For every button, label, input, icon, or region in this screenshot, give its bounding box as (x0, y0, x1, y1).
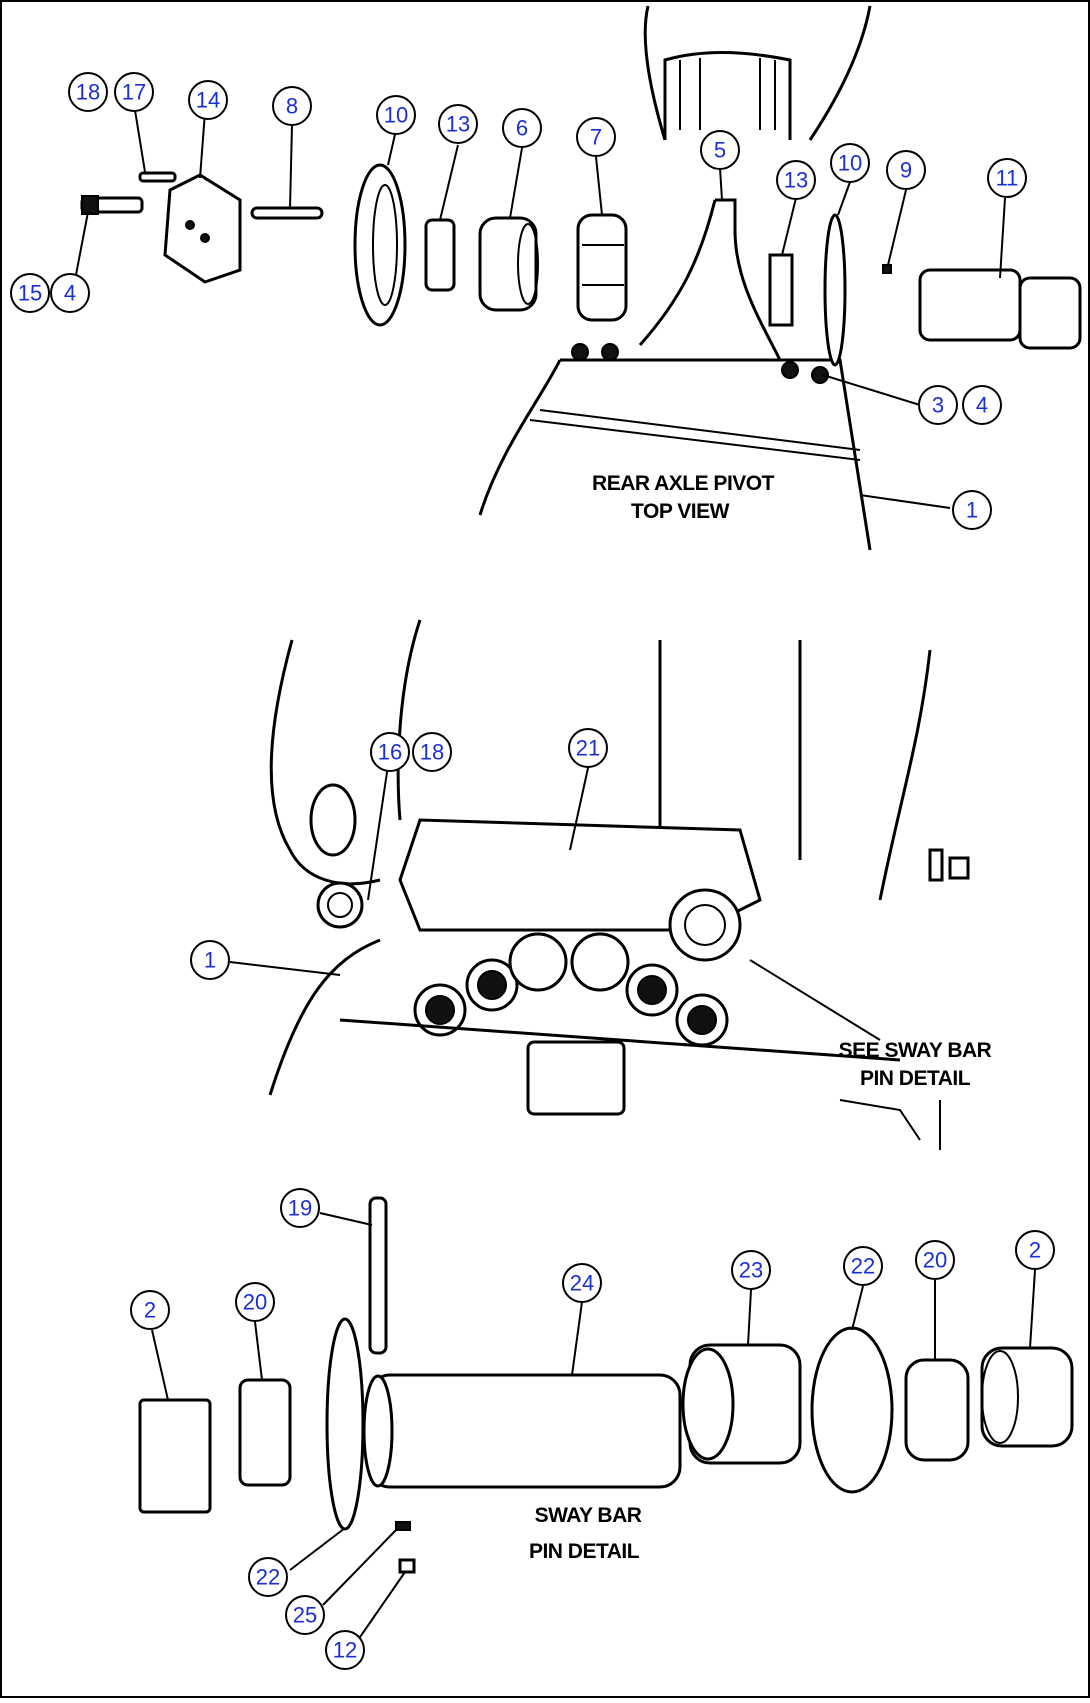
callout-22[interactable]: 22 (843, 1246, 883, 1286)
callout-8[interactable]: 8 (272, 86, 312, 126)
rod-8 (250, 206, 324, 220)
svg-text:10: 10 (838, 151, 862, 176)
svg-text:2: 2 (1029, 1238, 1041, 1263)
callout-1[interactable]: 1 (952, 490, 992, 530)
callout-9[interactable]: 9 (886, 150, 926, 190)
caption-top-line1: REAR AXLE PIVOT (592, 472, 775, 495)
caption-middle-line1: SEE SWAY BAR (839, 1039, 992, 1062)
svg-text:20: 20 (923, 1248, 947, 1273)
callout-24[interactable]: 24 (562, 1263, 602, 1303)
caption-bottom-line1: SWAY BAR (535, 1504, 642, 1527)
caption-top-line2: TOP VIEW (631, 500, 730, 523)
svg-text:5: 5 (714, 138, 726, 163)
pin-19 (368, 1196, 388, 1355)
svg-text:4: 4 (64, 281, 76, 306)
callout-11[interactable]: 11 (987, 158, 1027, 198)
callout-7[interactable]: 7 (576, 117, 616, 157)
sway-bar-assembly-view (268, 619, 970, 1150)
svg-text:13: 13 (784, 168, 808, 193)
svg-text:22: 22 (851, 1254, 875, 1279)
svg-text:13: 13 (446, 112, 470, 137)
svg-text:18: 18 (420, 740, 444, 765)
callout-10[interactable]: 10 (830, 143, 870, 183)
bearing-7 (576, 213, 628, 322)
callout-15[interactable]: 15 (10, 273, 50, 313)
caption-bottom-line2: PIN DETAIL (529, 1540, 640, 1563)
callout-19[interactable]: 19 (280, 1188, 320, 1228)
caption-middle-line2: PIN DETAIL (860, 1067, 971, 1090)
pin-11 (918, 268, 1022, 342)
callout-13[interactable]: 13 (438, 104, 478, 144)
svg-text:9: 9 (900, 158, 912, 183)
sway-bar-pin-detail (138, 1196, 1074, 1574)
callout-21[interactable]: 21 (568, 728, 608, 768)
svg-text:23: 23 (739, 1258, 763, 1283)
svg-text:1: 1 (204, 948, 216, 973)
callout-18[interactable]: 18 (68, 72, 108, 112)
svg-text:16: 16 (378, 740, 402, 765)
svg-text:1: 1 (966, 498, 978, 523)
svg-text:3: 3 (932, 393, 944, 418)
callout-23[interactable]: 23 (731, 1250, 771, 1290)
svg-text:14: 14 (196, 88, 220, 113)
callout-20[interactable]: 20 (235, 1282, 275, 1322)
callout-18[interactable]: 18 (412, 732, 452, 772)
svg-text:12: 12 (333, 1638, 357, 1663)
svg-text:22: 22 (256, 1565, 280, 1590)
svg-text:20: 20 (243, 1290, 267, 1315)
svg-text:25: 25 (293, 1603, 317, 1628)
callout-2[interactable]: 2 (1015, 1230, 1055, 1270)
svg-text:10: 10 (384, 103, 408, 128)
callout-20[interactable]: 20 (915, 1240, 955, 1280)
boss-left (309, 783, 357, 857)
pin-24 (368, 1373, 682, 1489)
svg-text:2: 2 (144, 1298, 156, 1323)
callout-10[interactable]: 10 (376, 95, 416, 135)
svg-text:15: 15 (18, 281, 42, 306)
callout-22[interactable]: 22 (248, 1557, 288, 1597)
callout-3[interactable]: 3 (918, 385, 958, 425)
leader-lines (74, 103, 1036, 1641)
callout-12[interactable]: 12 (325, 1630, 365, 1670)
bearing-6 (478, 216, 538, 312)
sway-bar-21 (398, 818, 762, 932)
rear-axle-pivot-top-view (80, 5, 1082, 551)
callout-4[interactable]: 4 (50, 273, 90, 313)
svg-text:17: 17 (122, 80, 146, 105)
svg-text:7: 7 (590, 125, 602, 150)
seal-10-right (823, 213, 847, 367)
callout-16[interactable]: 16 (370, 732, 410, 772)
svg-text:6: 6 (516, 116, 528, 141)
seal-10-left (353, 163, 407, 327)
callouts: 18 17 14 8 10 13 6 7 5 13 10 9 11 15 4 3… (10, 72, 1055, 1670)
snap-ring-22-right (810, 1326, 894, 1494)
svg-text:8: 8 (286, 94, 298, 119)
callout-25[interactable]: 25 (285, 1595, 325, 1635)
snap-ring-22-left (325, 1317, 365, 1531)
callout-17[interactable]: 17 (114, 72, 154, 112)
callout-4[interactable]: 4 (962, 385, 1002, 425)
svg-text:11: 11 (996, 166, 1019, 191)
callout-1[interactable]: 1 (190, 940, 230, 980)
svg-text:24: 24 (570, 1271, 594, 1296)
callout-13[interactable]: 13 (776, 160, 816, 200)
svg-text:19: 19 (288, 1196, 312, 1221)
callout-14[interactable]: 14 (188, 80, 228, 120)
cap-plate-14 (163, 173, 242, 284)
svg-text:21: 21 (576, 736, 600, 761)
callout-5[interactable]: 5 (700, 130, 740, 170)
callout-6[interactable]: 6 (502, 108, 542, 148)
svg-text:18: 18 (76, 80, 100, 105)
svg-text:4: 4 (976, 393, 988, 418)
callout-2[interactable]: 2 (130, 1290, 170, 1330)
